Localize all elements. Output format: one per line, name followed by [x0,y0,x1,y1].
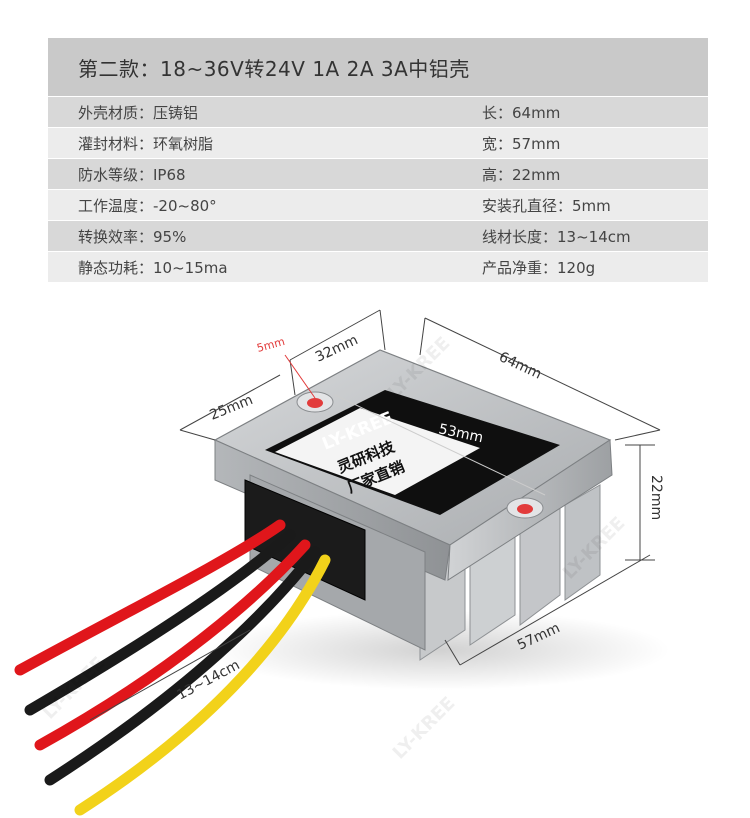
product-illustration: LY-KREE 灵研科技 厂家直销 [0,290,750,818]
mount-hole-right [506,497,544,519]
spec-cell-left: 工作温度：-20~80° [78,196,217,215]
dimension-lines [89,309,661,721]
spec-cell-right: 安装孔直径：5mm [482,196,611,215]
product-svg: LY-KREE 灵研科技 厂家直销 [14,309,670,816]
spec-row: 防水等级：IP68 高：22mm [48,158,708,189]
spec-cell-left: 转换效率：95% [78,227,187,246]
dimension-32: 32mm [313,332,361,366]
spec-row: 外壳材质：压铸铝 长：64mm [48,96,708,127]
spec-cell-right: 产品净重：120g [482,258,596,277]
wires [14,519,331,816]
dimension-22: 22mm [648,475,664,520]
spec-row: 灌封材料：环氧树脂 宽：57mm [48,127,708,158]
spec-cell-left: 静态功耗：10~15ma [78,258,228,277]
label-white-panel [275,408,480,495]
ground-shadow [210,610,670,690]
watermark: LY-KREE [389,693,460,764]
spec-row: 转换效率：95% 线材长度：13~14cm [48,220,708,251]
spec-row: 工作温度：-20~80° 安装孔直径：5mm [48,189,708,220]
spec-cell-right: 长：64mm [482,103,561,122]
spec-row: 静态功耗：10~15ma 产品净重：120g [48,251,708,282]
spec-cell-right: 宽：57mm [482,134,561,153]
dimension-hole: 5mm [255,335,286,355]
dimension-25: 25mm [208,392,256,424]
dimension-64: 64mm [496,349,544,383]
spec-cell-left: 灌封材料：环氧树脂 [78,134,214,153]
spec-cell-right: 线材长度：13~14cm [482,227,631,246]
spec-cell-left: 防水等级：IP68 [78,165,186,184]
spec-cell-left: 外壳材质：压铸铝 [78,103,199,122]
spec-cell-right: 高：22mm [482,165,561,184]
spec-table: 第二款：18~36V转24V 1A 2A 3A中铝壳 外壳材质：压铸铝 长：64… [48,38,708,282]
mount-hole-top [296,391,334,413]
spec-title: 第二款：18~36V转24V 1A 2A 3A中铝壳 [48,38,708,96]
